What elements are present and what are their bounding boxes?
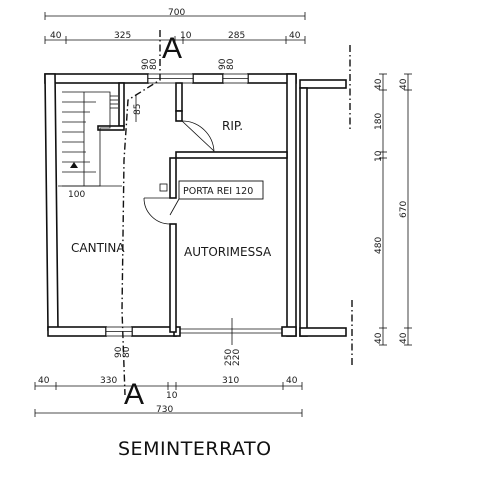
section-mark-top: A	[162, 32, 182, 65]
dim-right-autorimessa: 480	[374, 237, 384, 254]
section-line	[121, 30, 353, 396]
dim-bottom-overall: 730	[156, 405, 173, 415]
room-label-cantina: CANTINA	[71, 241, 125, 255]
door-label-text: PORTA REI 120	[183, 186, 253, 197]
dim-window-top-right-b: 80	[226, 58, 236, 70]
top-dimension-lines	[44, 12, 306, 44]
dim-bottom-mid-wall: 10	[166, 391, 178, 401]
room-label-autorimessa: AUTORIMESSA	[184, 245, 272, 259]
dim-stair-width: 100	[68, 190, 85, 200]
dim-top-overall: 700	[168, 8, 185, 18]
dim-right-rip: 180	[374, 113, 384, 130]
dim-top-right-wall: 40	[289, 31, 301, 41]
dim-right-overall: 670	[399, 201, 409, 218]
top-window-left	[147, 73, 194, 84]
dim-window-bottom-a: 90	[114, 346, 124, 358]
dim-stair-landing: 85	[133, 104, 143, 115]
dim-window-top-left-b: 80	[149, 58, 159, 70]
dim-right-mid-wall: 10	[374, 150, 384, 162]
dim-right-overall-top: 40	[399, 78, 409, 90]
dim-right-overall-bottom: 40	[399, 332, 409, 344]
dim-bottom-cantina: 330	[100, 376, 117, 386]
dim-right-top-wall: 40	[374, 78, 384, 90]
dim-bottom-left-wall: 40	[38, 376, 50, 386]
dim-garage-b: 220	[232, 349, 242, 366]
dim-top-cantina: 325	[114, 31, 131, 41]
dim-top-left-wall: 40	[50, 31, 62, 41]
dim-garage-a: 250	[224, 349, 234, 366]
garage-door	[180, 318, 282, 345]
bottom-window	[105, 326, 133, 337]
dim-window-top-left-a: 90	[141, 58, 151, 70]
dim-top-mid-wall: 10	[180, 31, 192, 41]
section-mark-bottom: A	[124, 378, 144, 411]
dim-window-top-right-a: 90	[218, 58, 228, 70]
drawing-title: SEMINTERRATO	[118, 438, 272, 460]
dim-bottom-right-wall: 40	[286, 376, 298, 386]
bottom-dimension-lines	[34, 382, 303, 417]
adjacent-structure	[299, 79, 347, 337]
interior-walls	[97, 82, 288, 333]
top-window-right	[222, 73, 249, 84]
dim-right-bottom-wall: 40	[374, 332, 384, 344]
rip-door	[181, 120, 215, 153]
dim-top-rip: 285	[228, 31, 245, 41]
staircase	[58, 91, 122, 187]
room-label-rip: RIP.	[222, 119, 243, 133]
right-dimension-lines	[379, 73, 412, 346]
dim-window-bottom-b: 80	[122, 346, 132, 358]
door-label-box	[169, 180, 264, 216]
dim-bottom-autorimessa: 310	[222, 376, 239, 386]
rei-door	[143, 183, 171, 225]
